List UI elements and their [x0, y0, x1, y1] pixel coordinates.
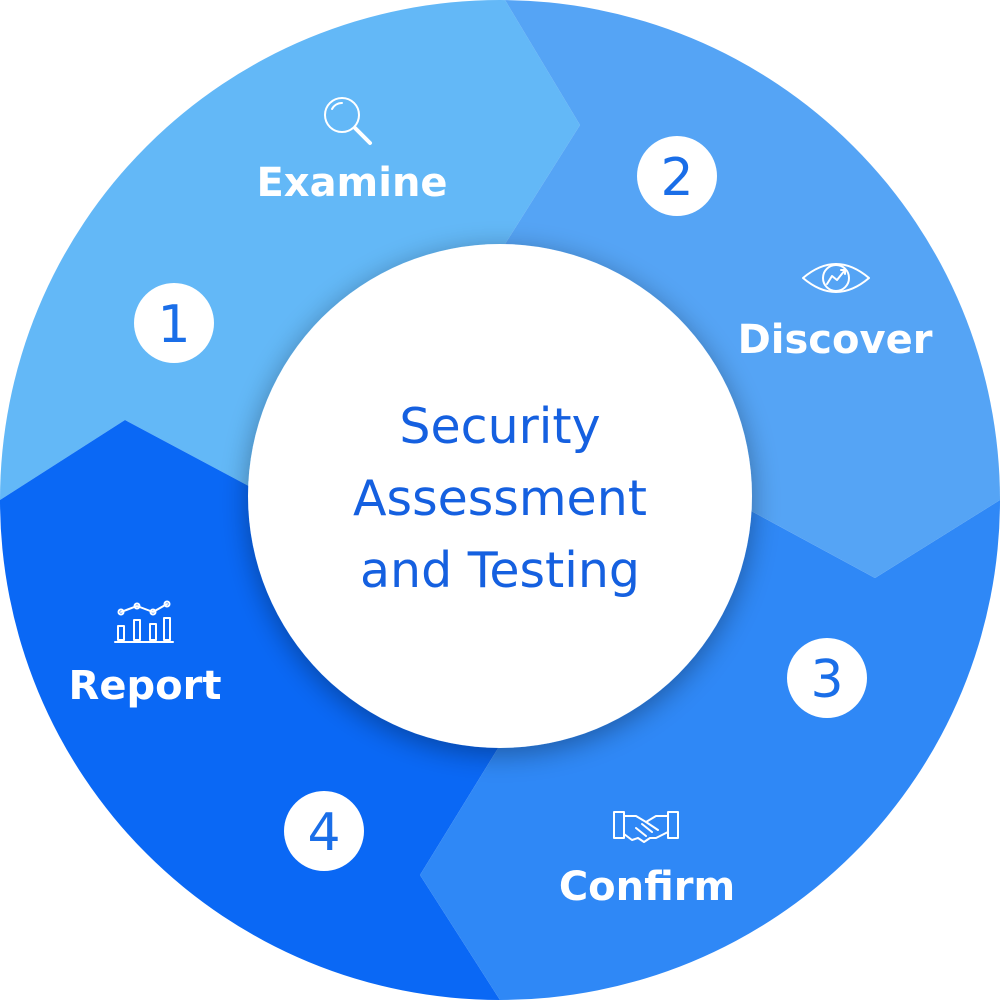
magnifier-icon — [324, 97, 372, 145]
center-title-line-1: Security — [399, 398, 600, 455]
step-label-confirm: Confirm — [559, 864, 735, 910]
step-badge-2: 2 — [637, 136, 717, 216]
step-label-discover: Discover — [738, 317, 933, 363]
center-circle — [248, 244, 752, 748]
handshake-icon — [613, 811, 679, 843]
svg-text:4: 4 — [307, 803, 340, 863]
center-title-line-2: Assessment — [353, 470, 647, 527]
step-report: Report 4 — [69, 600, 364, 871]
step-examine: Examine 1 — [134, 97, 448, 363]
step-label-report: Report — [69, 663, 222, 709]
center-title-line-3: and Testing — [360, 542, 640, 599]
svg-text:3: 3 — [810, 650, 843, 710]
bar-chart-icon — [114, 600, 174, 643]
step-badge-1: 1 — [134, 283, 214, 363]
step-discover: 2 Discover — [637, 136, 933, 363]
svg-text:2: 2 — [660, 148, 693, 208]
svg-text:1: 1 — [157, 295, 190, 355]
step-label-examine: Examine — [256, 160, 447, 206]
step-confirm: 3 Confirm — [559, 638, 867, 910]
eye-chart-icon — [802, 263, 870, 293]
step-badge-3: 3 — [787, 638, 867, 718]
step-badge-4: 4 — [284, 791, 364, 871]
